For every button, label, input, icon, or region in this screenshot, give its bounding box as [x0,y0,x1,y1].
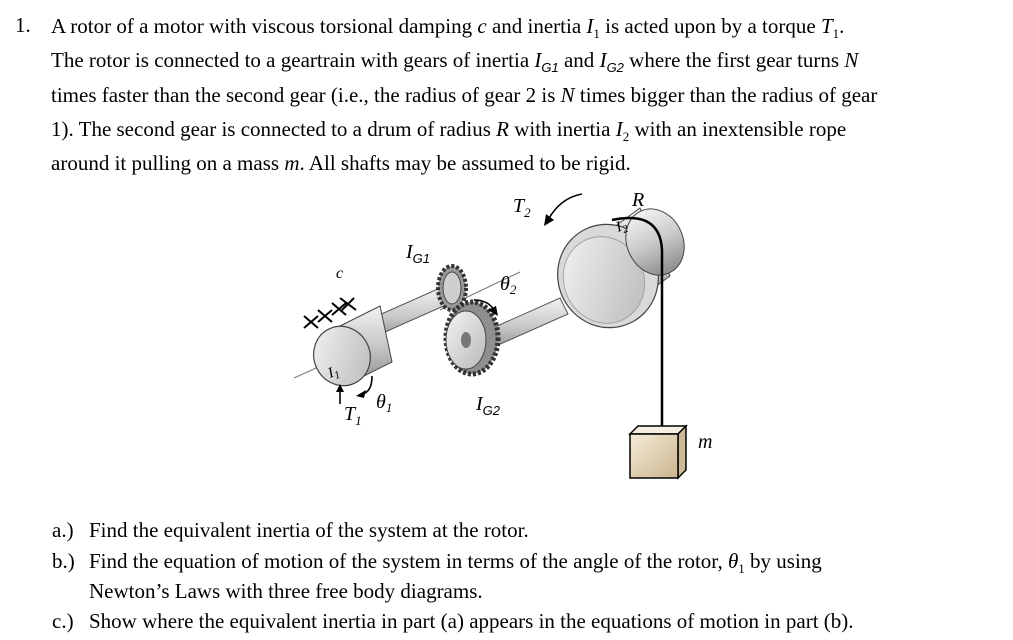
problem-line-5: around it pulling on a mass m. All shaft… [51,150,631,176]
subscript: 1 [738,561,745,576]
text: times faster than the second gear (i.e.,… [51,83,556,107]
mass-block [628,424,688,480]
label-IG1: I [405,241,414,263]
part-b-text: Find the equation of motion of the syste… [89,549,723,573]
label-m: m [698,431,712,453]
svg-text:θ1: θ1 [376,391,392,415]
subscript: 2 [621,223,631,236]
subscript: G1 [541,60,559,75]
part-a-text: Find the equivalent inertia of the syste… [89,518,529,542]
subscript: 2 [510,282,517,297]
subscript: 2 [524,205,531,220]
part-c: c.) Show where the equivalent inertia in … [52,608,854,634]
text: A rotor of a motor with viscous torsiona… [51,14,473,38]
text: times bigger than the radius of gear [579,83,878,107]
problem-line-2: The rotor is connected to a geartrain wi… [51,47,858,81]
part-a-label: a.) [52,518,74,542]
text: and [563,48,595,72]
part-b-continued: Newton’s Laws with three free body diagr… [89,579,483,603]
text: and inertia [491,14,582,38]
label-T2: T [513,195,526,217]
subscript: 2 [622,129,630,144]
ratio-symbol: N [844,48,859,72]
text: with an inextensible rope [634,117,847,141]
svg-text:T2: T2 [513,195,531,220]
gear-2 [443,299,501,377]
theta-symbol: θ [727,549,739,573]
geartrain-figure: T2 R IG1 c θ2 I2 I1 T1 θ1 IG2 m [0,180,1013,510]
subscript: 1 [333,369,342,382]
part-c-text: Show where the equivalent inertia in par… [89,609,854,633]
problem-number: 1. [15,13,31,37]
rotor-cylinder [313,305,393,387]
svg-text:IG2: IG2 [475,393,501,418]
inertia-symbol: I [615,117,623,141]
problem-line-1: A rotor of a motor with viscous torsiona… [51,13,844,47]
torque-arrows [336,193,583,404]
part-a: a.) Find the equivalent inertia of the sy… [52,517,529,543]
problem-line-4: 1). The second gear is connected to a dr… [51,116,846,150]
subscript: G2 [606,60,624,75]
figure-labels: T2 R IG1 c θ2 I2 I1 T1 θ1 IG2 m [325,189,712,453]
text: around it pulling on a mass [51,151,280,175]
damper-symbol [303,297,357,329]
part-b-text-2: by using [750,549,822,573]
problem-line-3: times faster than the second gear (i.e.,… [51,82,877,108]
label-theta1: θ [376,391,386,413]
text: 1). The second gear is connected to a dr… [51,117,491,141]
part-c-label: c.) [52,609,74,633]
subscript: G1 [413,251,430,266]
label-T1: T [344,403,357,425]
svg-text:IG1: IG1 [405,241,430,266]
text: with inertia [514,117,611,141]
part-b-label: b.) [52,549,75,573]
subscript: 1 [386,400,393,415]
subscript: 1 [355,413,362,428]
gear-1 [436,264,468,312]
damping-symbol: c [477,14,487,38]
label-theta2: θ [500,273,510,295]
ratio-symbol: N [560,83,575,107]
label-R: R [631,189,644,211]
text: The rotor is connected to a geartrain wi… [51,48,530,72]
text: where the first gear turns [629,48,840,72]
part-b: b.) Find the equation of motion of the sy… [52,548,822,582]
subscript: 1 [593,26,600,41]
torque-symbol: T [820,14,833,38]
radius-symbol: R [496,117,509,141]
text: . [839,14,845,38]
rope [611,216,664,430]
inertia-symbol: I [534,48,542,72]
subscript: G2 [483,403,501,418]
inertia-symbol: I [586,14,594,38]
text: . All shafts may be assumed to be rigid. [299,151,631,175]
subscript: 1 [832,26,840,41]
text: is acted upon by a torque [605,14,816,38]
svg-text:θ2: θ2 [500,273,517,297]
geartrain-diagram: T2 R IG1 c θ2 I2 I1 T1 θ1 IG2 m [293,189,712,480]
mass-symbol: m [284,151,300,175]
label-IG2: I [475,393,484,415]
drum-cylinder [557,207,685,329]
label-c: c [336,265,343,282]
inertia-symbol: I [599,48,607,72]
svg-text:T1: T1 [344,403,362,428]
